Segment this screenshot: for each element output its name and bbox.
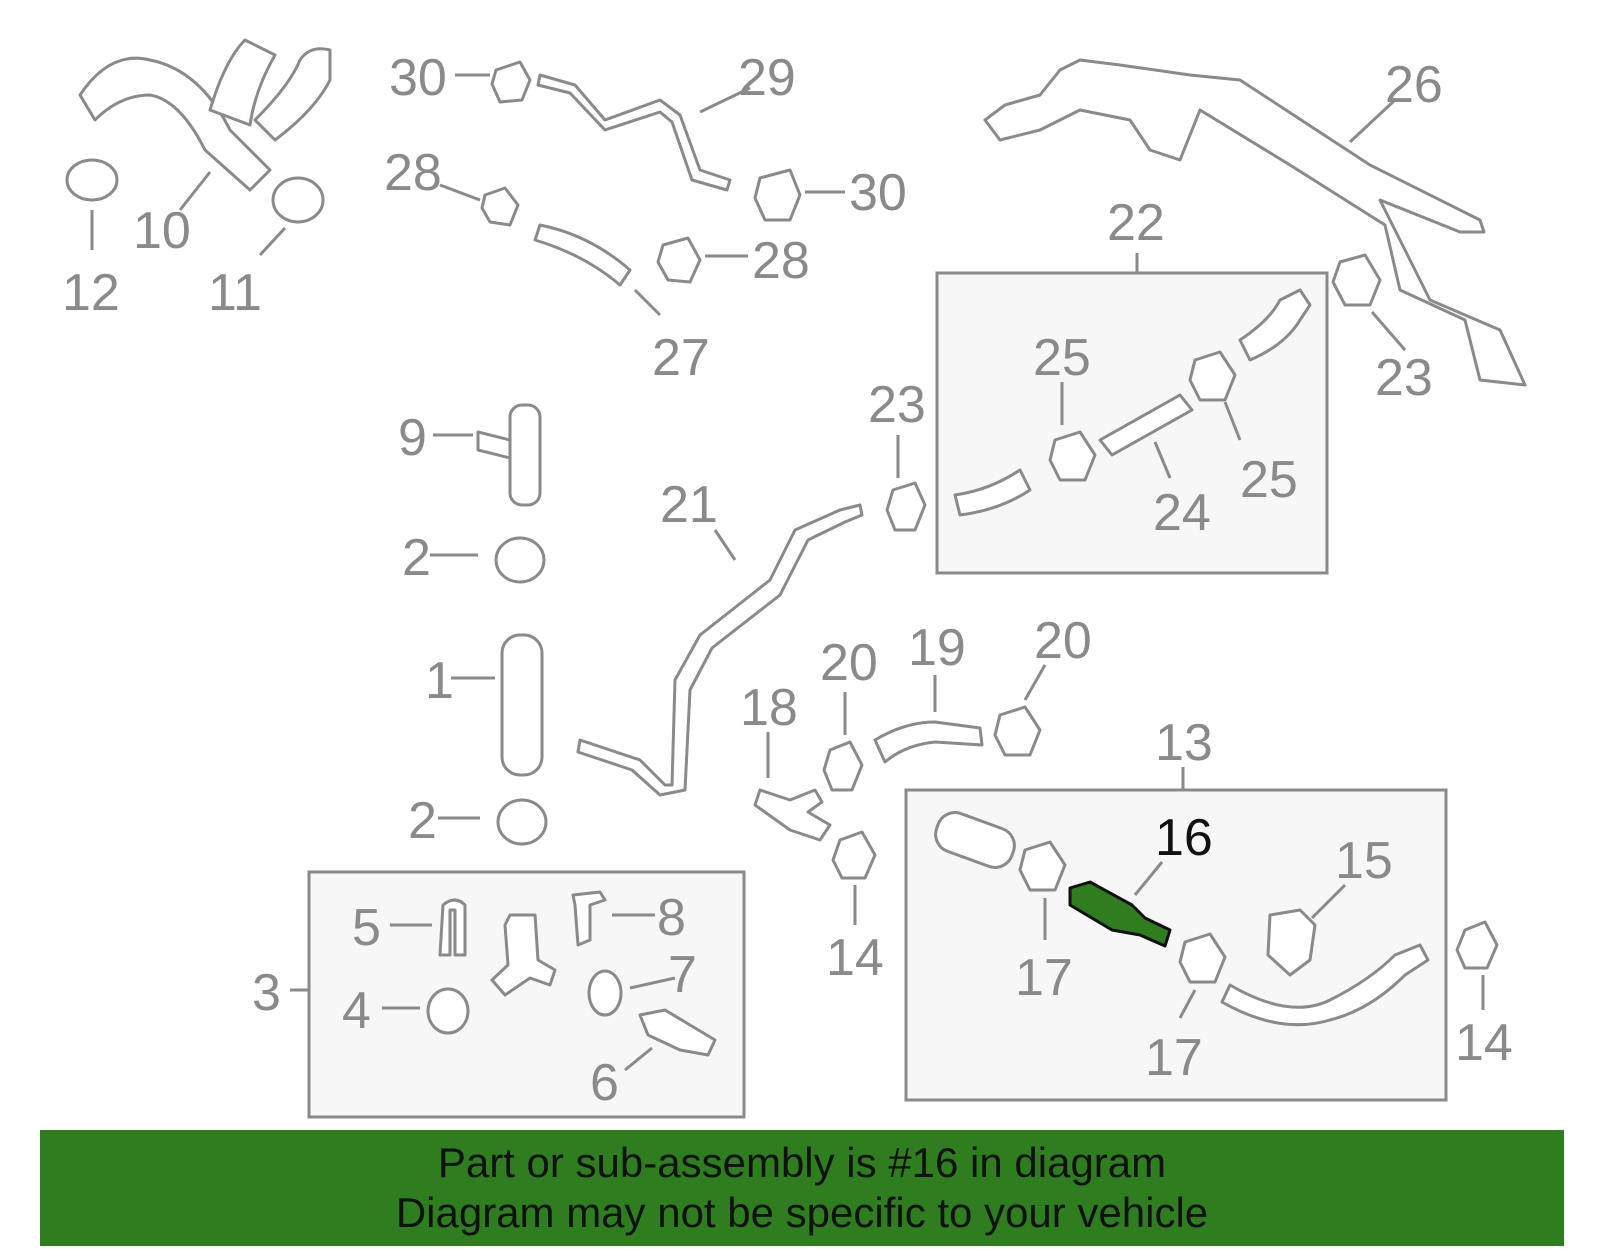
clip-8 [571,890,607,947]
hose-27 [533,223,632,287]
hose-22-right [1238,288,1312,362]
callout: 2 [408,792,437,850]
clamp-17-right [1178,932,1227,984]
clamp-23-right [1331,253,1382,307]
hose-assembly-10 [78,38,332,192]
highlight-part-16 [1068,880,1172,948]
fitting-6 [638,1008,717,1057]
callout: 5 [352,899,381,957]
callout: 13 [1155,714,1213,772]
clamp-17-left [1018,840,1067,892]
callout: 1 [425,652,454,710]
callout: 17 [1015,949,1073,1007]
clamp-25-right [1188,350,1237,402]
callout: 3 [252,964,281,1022]
fitting-15 [1266,908,1317,977]
callout: 30 [849,164,907,222]
hose-13-piece [934,811,1016,869]
info-banner: Part or sub-assembly is #16 in diagram D… [40,1130,1564,1246]
hose-22-left [953,468,1032,517]
clamp-12 [65,158,119,202]
clamp-2-top [494,536,546,584]
bracket-26 [983,58,1527,387]
callout: 15 [1335,832,1393,890]
clamp-14-right [1455,920,1499,970]
hose-1 [500,633,544,777]
clamp-14-left [831,830,877,880]
callout: 20 [1034,612,1092,670]
callout: 21 [660,476,718,534]
callout: 11 [208,264,262,322]
callout: 19 [908,619,966,677]
clamp-23-left [885,481,927,532]
tee-fitting-3 [490,913,557,997]
clamp-20-left [822,740,864,792]
pipe-29 [536,73,732,192]
clamp-2-bottom [496,798,548,846]
clamp-30-right [753,168,802,222]
callout: 24 [1153,484,1211,542]
callout: 29 [738,49,796,107]
hose-19 [873,720,984,764]
fitting-9 [476,403,542,507]
gasket-4 [426,987,470,1035]
callout: 9 [398,409,427,467]
callout: 23 [868,376,926,434]
leader-lines [90,73,1485,1072]
clamp-28-left [480,186,520,227]
callout: 14 [1455,1014,1513,1072]
clamp-30-top [490,60,532,104]
callout: 2 [402,529,431,587]
callout: 28 [384,144,442,202]
callout: 23 [1375,349,1433,407]
callout: 22 [1107,194,1165,252]
callout: 14 [826,929,884,987]
callout: 10 [133,202,191,260]
callout: 30 [389,49,447,107]
callout: 12 [62,264,120,322]
callout: 6 [590,1054,619,1112]
callout: 20 [820,634,878,692]
clamp-20-right [993,705,1042,757]
callout-highlight: 16 [1155,809,1213,867]
group-box-3 [307,870,746,1119]
pipe-21 [576,503,864,797]
clip-5 [438,898,467,957]
fitting-18 [753,788,832,842]
callout: 8 [657,889,686,947]
banner-line-part: Part or sub-assembly is #16 in diagram [437,1139,1167,1186]
callout: 18 [740,679,798,737]
hose-13-long [1220,943,1430,1027]
callout: 17 [1145,1029,1203,1087]
banner-line-disclaimer: Diagram may not be specific to your vehi… [395,1189,1209,1236]
o-ring-7 [587,969,623,1017]
callout: 28 [752,232,810,290]
callout: 7 [668,946,697,1004]
clamp-28-right [656,236,702,284]
callout: 26 [1385,56,1443,114]
clamp-11 [271,176,325,224]
callout: 4 [342,982,371,1040]
callout: 27 [652,329,710,387]
callout: 25 [1033,329,1091,387]
callout-labels: 30 29 26 28 30 10 12 11 28 27 22 23 25 2… [62,49,1513,1112]
clamp-25-left [1048,430,1097,482]
callout: 25 [1240,451,1298,509]
connector-24 [1098,393,1194,457]
